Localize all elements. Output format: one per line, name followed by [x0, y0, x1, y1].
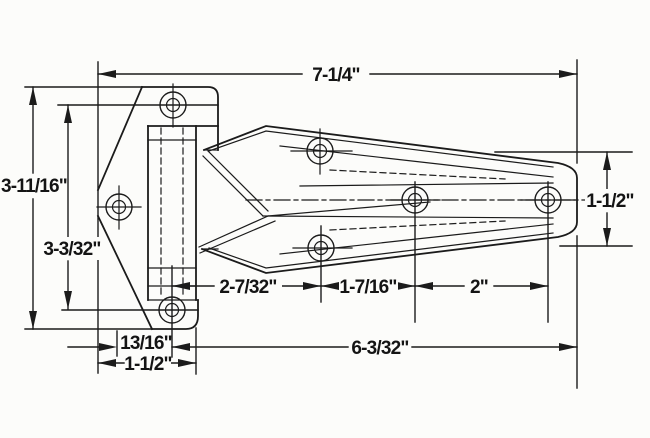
dim-label-hole2-to-hole3: 2" — [470, 277, 488, 298]
dim-label-hole-spacing: 3-3/32" — [43, 239, 100, 260]
hinge-barrel — [147, 125, 219, 301]
dim-label-pin-to-tip: 6-3/32" — [351, 338, 408, 359]
screw-hole-strap-top — [290, 128, 353, 175]
dim-label-hole-offset: 13/16" — [120, 333, 172, 354]
screw-hole-strap-bottom — [292, 234, 353, 262]
hidden-flange-line — [329, 220, 506, 231]
screw-hole-strap-mid2 — [520, 186, 576, 214]
dim-label-tip-width: 1-1/2" — [586, 191, 634, 212]
dim-label-plate-height: 3-11/16" — [1, 176, 67, 197]
hidden-flange-line — [329, 169, 506, 180]
dim-label-pin-to-hole1: 2-7/32" — [219, 277, 276, 298]
dimension-labels: 7-1/4" 3-11/16" 3-3/32" 1-1/2" 2-7/32" 1… — [1, 62, 635, 375]
extension-lines — [24, 59, 633, 389]
dim-label-hole1-to-hole2: 1-7/16" — [339, 277, 396, 298]
butt-plate — [96, 85, 219, 331]
screw-hole-plate-bottom — [158, 296, 186, 324]
screw-hole-plate-middle — [96, 185, 142, 230]
screw-hole-strap-mid1 — [390, 186, 441, 214]
dim-label-overall-length: 7-1/4" — [312, 65, 360, 86]
screw-hole-plate-top — [159, 83, 187, 128]
dim-label-plate-width: 1-1/2" — [124, 354, 172, 375]
dimension-arrowheads — [29, 70, 611, 367]
